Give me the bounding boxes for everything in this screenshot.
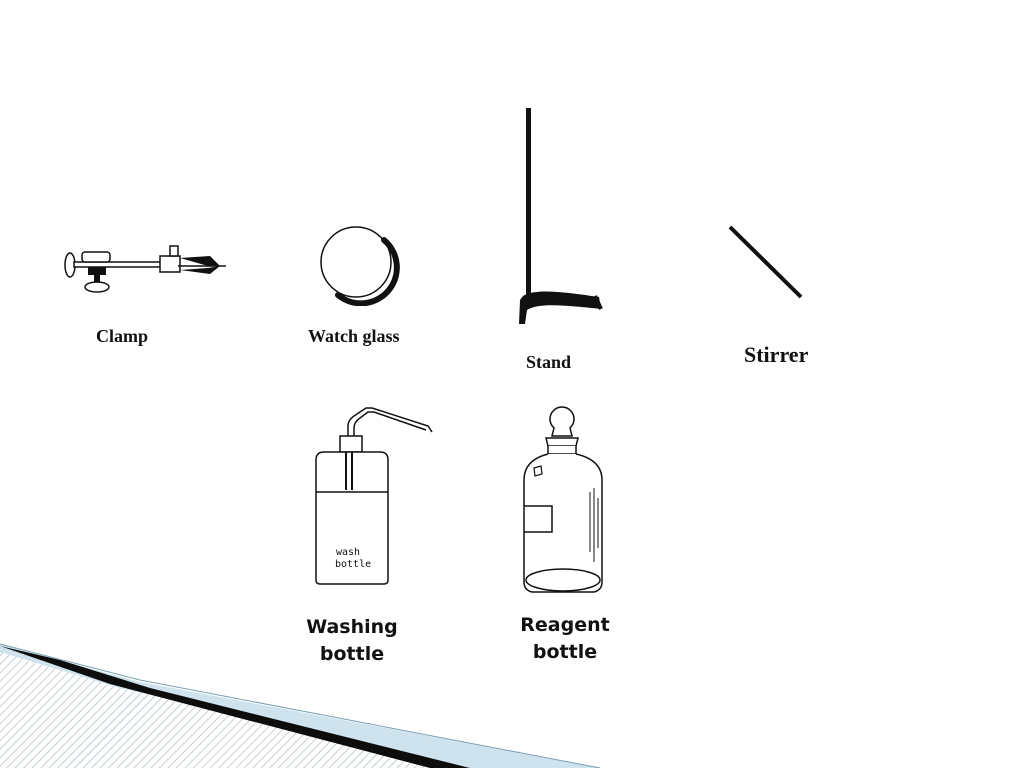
washing-bottle-label-line1: Washing bbox=[306, 616, 398, 638]
stirrer-label: Stirrer bbox=[744, 342, 809, 367]
reagent-bottle-label: Reagent bottle bbox=[505, 612, 625, 666]
wash-bottle-icon: wash bottle bbox=[315, 407, 433, 585]
watch-glass-label: Watch glass bbox=[308, 326, 400, 346]
corner-decoration bbox=[0, 643, 601, 768]
stirrer-icon bbox=[728, 225, 803, 299]
clamp-icon bbox=[64, 245, 226, 293]
stand-icon bbox=[519, 108, 603, 324]
washing-bottle-label: Washing bottle bbox=[292, 614, 412, 668]
clamp-label: Clamp bbox=[96, 326, 149, 346]
wash-bottle-print-1: wash bbox=[336, 547, 360, 558]
watch-glass-icon bbox=[320, 226, 400, 306]
wash-bottle-print-2: bottle bbox=[335, 559, 371, 570]
stand-label: Stand bbox=[526, 352, 572, 372]
washing-bottle-label-line2: bottle bbox=[319, 643, 385, 665]
reagent-bottle-icon bbox=[523, 406, 603, 593]
reagent-bottle-label-line2: bottle bbox=[532, 641, 598, 663]
reagent-bottle-label-line1: Reagent bbox=[520, 614, 610, 636]
